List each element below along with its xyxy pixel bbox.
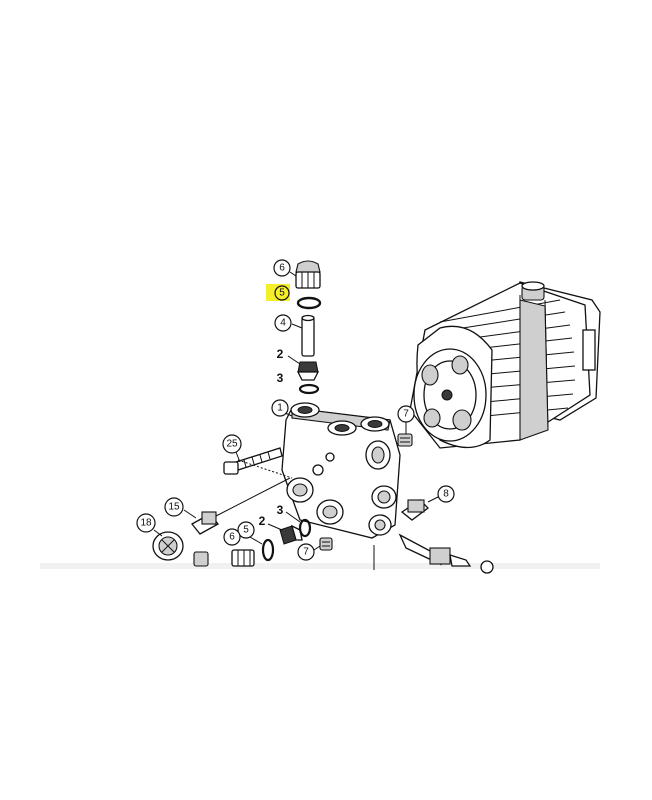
callout-1[interactable]: 1 bbox=[271, 399, 289, 417]
crop-strip bbox=[40, 563, 600, 569]
svg-text:15: 15 bbox=[168, 502, 180, 513]
svg-text:18: 18 bbox=[140, 518, 152, 529]
drain-stub bbox=[193, 551, 209, 567]
callout-7-top[interactable]: 7 bbox=[397, 405, 415, 423]
svg-text:4: 4 bbox=[280, 318, 286, 329]
callout-5-highlighted[interactable]: 5 bbox=[266, 284, 290, 301]
part-7-plug-b bbox=[319, 537, 333, 551]
part-25-bolt bbox=[223, 447, 293, 479]
part-5-oring bbox=[296, 296, 322, 310]
callout-6-lower[interactable]: 6 bbox=[223, 528, 241, 546]
part-15-fitting bbox=[183, 477, 291, 535]
svg-text:5: 5 bbox=[243, 525, 249, 536]
callout-2-lower[interactable]: 2 bbox=[259, 514, 283, 531]
part-3-oring bbox=[298, 383, 320, 395]
part-2-valve bbox=[287, 355, 320, 381]
part-3-oring-lower bbox=[298, 518, 312, 538]
part-7-plug-a bbox=[397, 422, 413, 447]
svg-text:7: 7 bbox=[303, 547, 309, 558]
svg-text:3: 3 bbox=[277, 503, 284, 517]
svg-text:7: 7 bbox=[403, 409, 409, 420]
svg-text:2: 2 bbox=[277, 347, 284, 361]
part-1-manifold bbox=[277, 402, 401, 539]
svg-text:6: 6 bbox=[229, 532, 235, 543]
callout-15[interactable]: 15 bbox=[164, 497, 184, 517]
part-8-fitting bbox=[400, 495, 441, 521]
highlight-marker bbox=[266, 284, 290, 301]
callout-18[interactable]: 18 bbox=[136, 513, 156, 533]
svg-text:1: 1 bbox=[277, 403, 283, 414]
callout-3-top[interactable]: 3 bbox=[277, 371, 284, 385]
callout-7-lower[interactable]: 7 bbox=[297, 543, 321, 561]
part-6-cap-lower bbox=[231, 549, 255, 567]
svg-text:5: 5 bbox=[279, 288, 285, 299]
part-6-cap bbox=[289, 260, 321, 289]
motor-assembly bbox=[409, 281, 601, 449]
outlet-fitting bbox=[373, 533, 494, 574]
part-18-cap bbox=[152, 529, 184, 561]
part-4-pin bbox=[291, 314, 315, 357]
callout-3-lower[interactable]: 3 bbox=[277, 503, 301, 523]
part-2-valve-lower bbox=[279, 524, 303, 545]
callout-6-top[interactable]: 6 bbox=[273, 259, 291, 277]
callout-25[interactable]: 25 bbox=[222, 434, 242, 463]
svg-text:25: 25 bbox=[226, 439, 238, 450]
svg-text:8: 8 bbox=[443, 489, 449, 500]
callout-2-top[interactable]: 2 bbox=[277, 347, 284, 361]
svg-text:6: 6 bbox=[279, 263, 285, 274]
callout-4[interactable]: 4 bbox=[274, 314, 292, 332]
svg-text:3: 3 bbox=[277, 371, 284, 385]
callout-5-lower[interactable]: 5 bbox=[237, 521, 263, 545]
svg-text:2: 2 bbox=[259, 514, 266, 528]
part-5-oring-lower bbox=[261, 538, 275, 562]
callout-8[interactable]: 8 bbox=[437, 485, 455, 503]
